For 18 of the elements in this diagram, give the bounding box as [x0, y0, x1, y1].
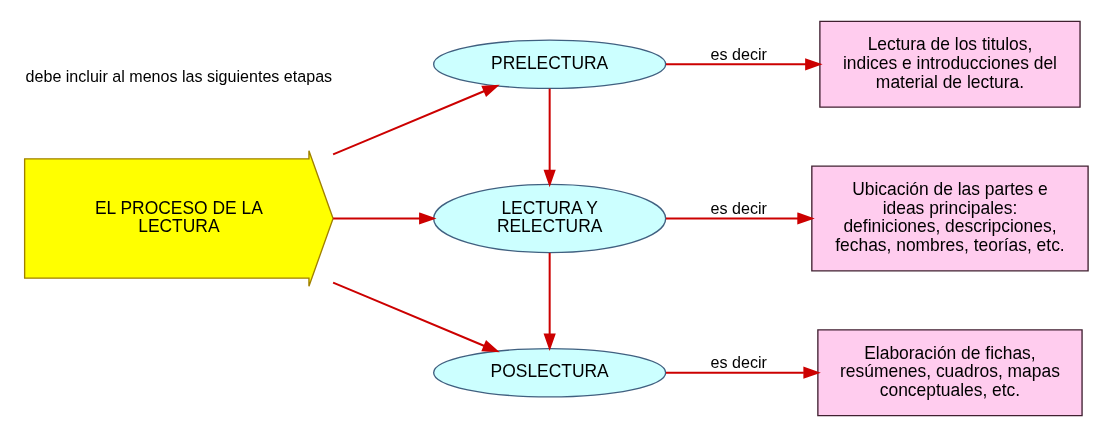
- edge-label: es decir: [710, 44, 767, 63]
- arrow: [543, 88, 556, 187]
- arrow: [666, 366, 821, 379]
- arrow: [332, 281, 500, 352]
- arrow: [543, 252, 556, 351]
- arrow: [333, 211, 437, 225]
- arrow: [666, 57, 823, 70]
- arrow: [666, 211, 815, 225]
- label: debe incluir al menos las siguientes etapas: [25, 66, 333, 85]
- arrow: [332, 84, 500, 155]
- node-ellipse: LECTURA Y RELECTURA: [433, 183, 667, 253]
- node-box: Lectura de los titulos, indices e introducciones del material de lectura.: [819, 20, 1081, 108]
- node-ellipse: POSLECTURA: [433, 347, 667, 398]
- node-box: Ubicación de las partes e ideas principales: definiciones, descripciones, fechas, nombres, teorías, etc.: [811, 165, 1089, 271]
- edge-label: es decir: [710, 352, 767, 371]
- edge-label: es decir: [710, 198, 767, 217]
- node-box: Elaboración de fichas, resúmenes, cuadros, mapas conceptuales, etc.: [817, 328, 1083, 416]
- node-ellipse: PRELECTURA: [433, 38, 667, 89]
